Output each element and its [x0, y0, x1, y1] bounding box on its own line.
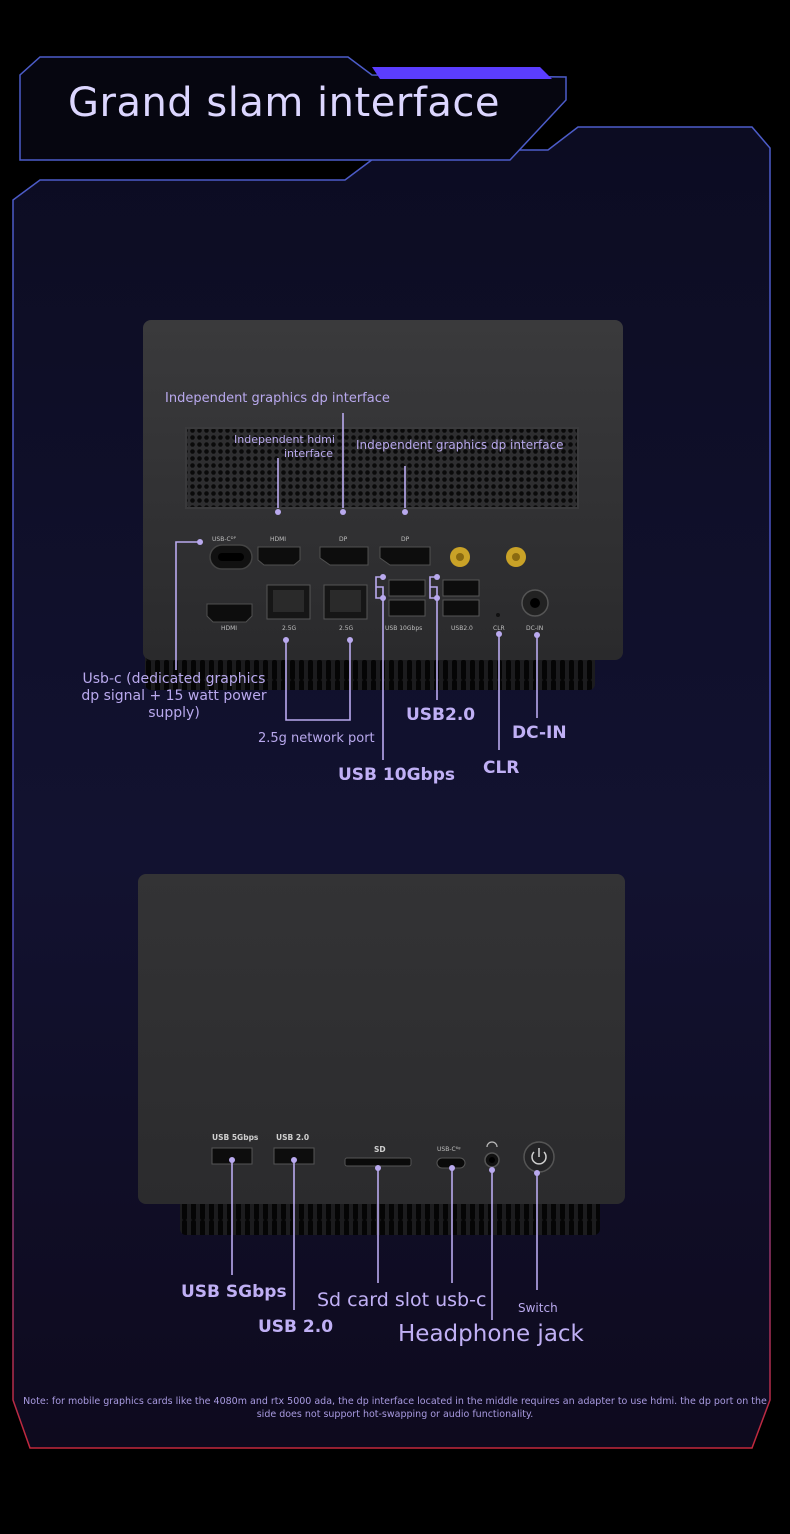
- top-device: [143, 320, 623, 760]
- port-label-lan1: 2.5G: [282, 625, 297, 632]
- port-label-usb10: USB 10Gbps: [385, 625, 423, 632]
- port-label-usbc: USB-Cᴰᴾ: [212, 536, 236, 543]
- port-label-clr: CLR: [493, 625, 505, 632]
- callout-dp-right: Independent graphics dp interface: [356, 438, 564, 452]
- port-label-usb5: USB 5Gbps: [212, 1133, 259, 1142]
- callout-usbc-line3: supply): [148, 705, 200, 721]
- callout-usb20-bottom: USB 2.0: [258, 1317, 334, 1337]
- callout-usbc-line2: dp signal + 15 watt power: [81, 688, 267, 704]
- callout-clr: CLR: [483, 758, 520, 778]
- port-label-usb20-bottom: USB 2.0: [276, 1133, 310, 1142]
- callout-dcin: DC-IN: [512, 723, 567, 743]
- port-label-dcin: DC-IN: [526, 625, 544, 632]
- callout-hdmi-line1: Independent hdmi: [234, 433, 335, 446]
- port-label-usbc-bottom: USB-C⁶ᵍ: [437, 1146, 461, 1153]
- banner-accent: [372, 67, 552, 79]
- callout-switch: Switch: [518, 1301, 558, 1315]
- port-label-hdmi-top: HDMI: [270, 536, 287, 543]
- title-banner: [19, 56, 567, 161]
- callout-sd: Sd card slot usb-c: [317, 1289, 487, 1311]
- port-label-lan2: 2.5G: [339, 625, 354, 632]
- page-title: Grand slam interface: [68, 80, 500, 126]
- port-label-usb20: USB2.0: [451, 625, 473, 632]
- footnote: Note: for mobile graphics cards like the…: [23, 1396, 767, 1420]
- callout-usb5: USB SGbps: [181, 1282, 287, 1302]
- callout-usb10: USB 10Gbps: [338, 765, 455, 785]
- port-label-dp1: DP: [339, 536, 348, 543]
- port-label-dp2: DP: [401, 536, 410, 543]
- bottom-device: [138, 874, 625, 1320]
- port-label-hdmi-bottom: HDMI: [221, 625, 238, 632]
- callout-headphone: Headphone jack: [398, 1321, 584, 1347]
- callout-network: 2.5g network port: [258, 731, 375, 746]
- callout-usb2: USB2.0: [406, 705, 476, 725]
- callout-dp-top: Independent graphics dp interface: [165, 391, 390, 406]
- port-label-sd: SD: [374, 1145, 386, 1154]
- callout-hdmi-line2: interface: [284, 447, 334, 460]
- callout-usbc-line1: Usb-c (dedicated graphics: [82, 671, 266, 687]
